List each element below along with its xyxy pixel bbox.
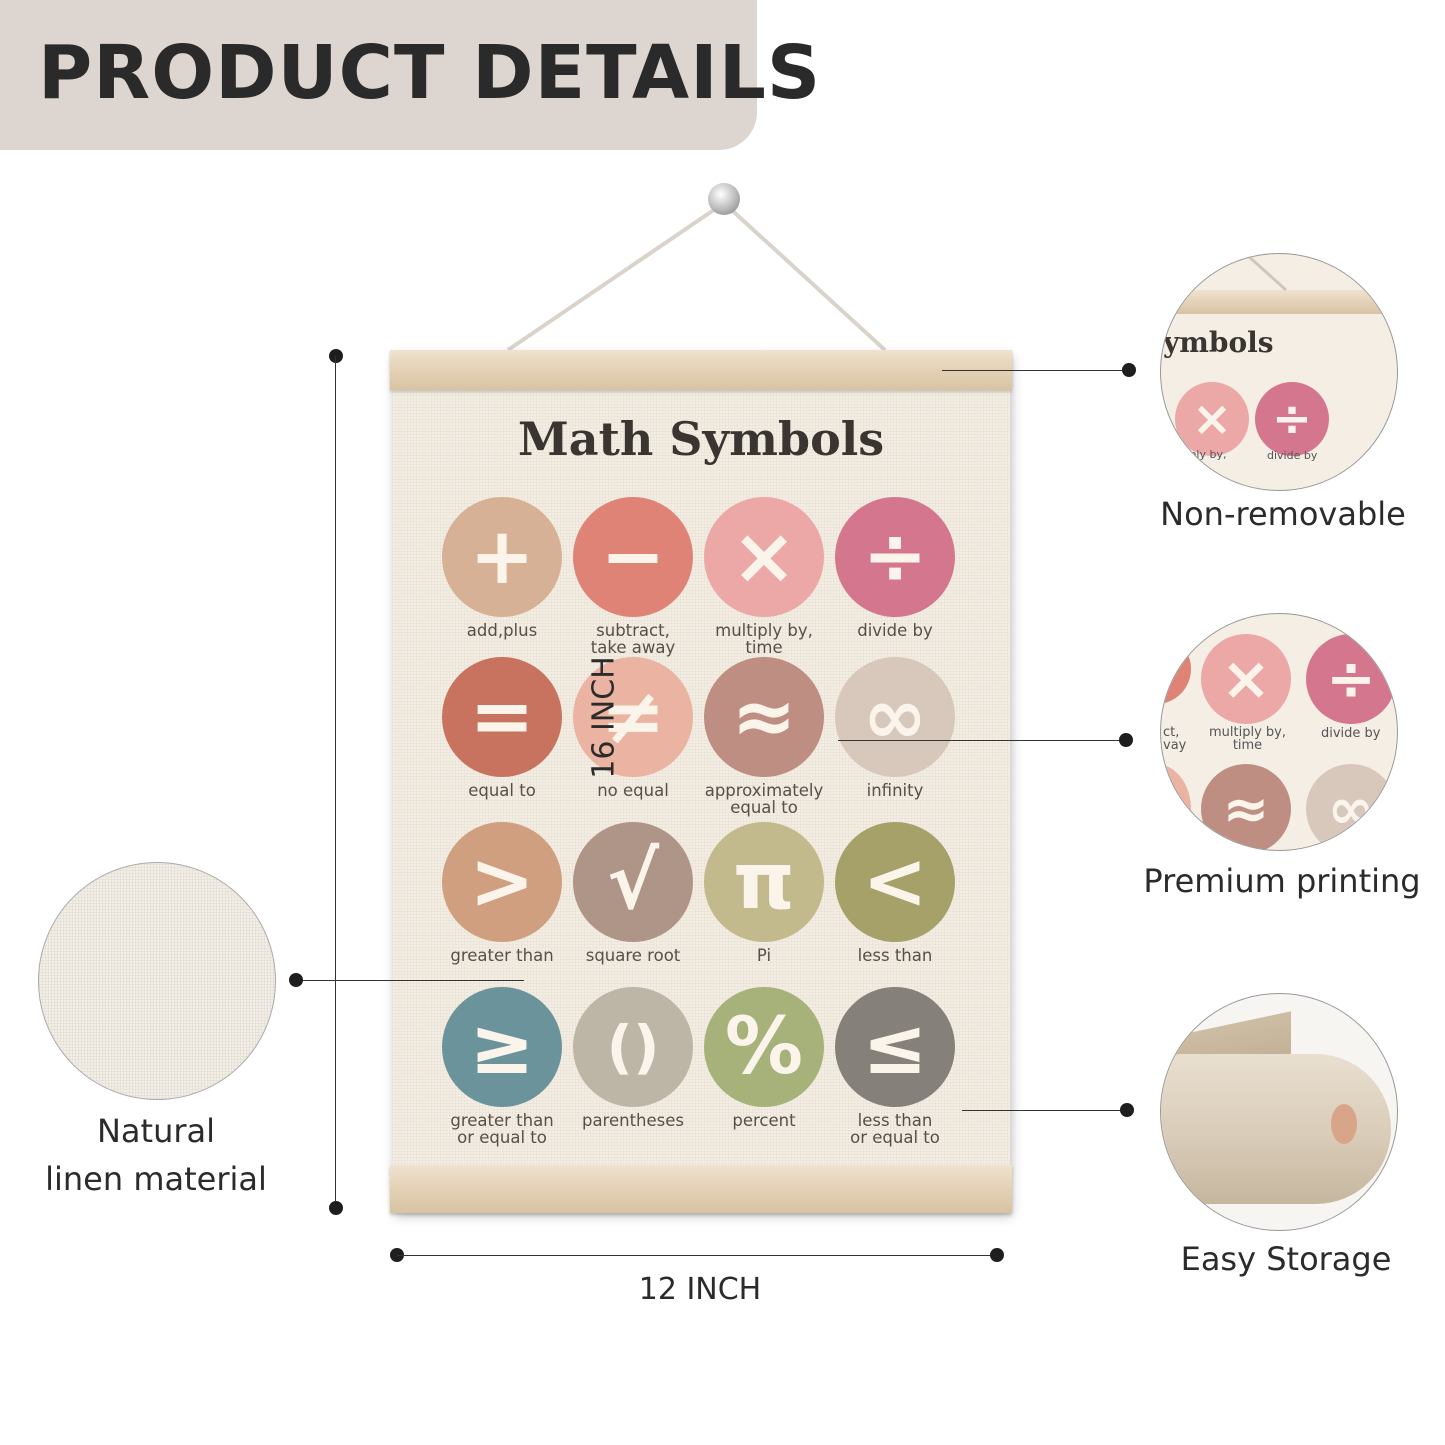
symbol-label: less than bbox=[857, 946, 933, 965]
symbol-label: Pi bbox=[756, 946, 772, 965]
zoom-circle-rail: ymbols × ÷ ltiply by, me divide by bbox=[1160, 253, 1398, 491]
zoom-circle-linen bbox=[38, 862, 276, 1100]
feature-label-linen: Natural linen material bbox=[45, 1112, 267, 1198]
width-label: 12 INCH bbox=[638, 1272, 762, 1307]
callout-dot bbox=[1119, 733, 1133, 747]
divide-icon: ÷ bbox=[1255, 382, 1329, 456]
wall-nail bbox=[708, 183, 740, 215]
feature-label-premium-printing: Premium printing bbox=[1143, 862, 1421, 900]
symbol-label: approximately equal to bbox=[704, 781, 824, 817]
multiply-icon: × bbox=[704, 497, 824, 617]
callout-line-storage bbox=[962, 1110, 1127, 1111]
symbol-label: no equal bbox=[597, 781, 669, 800]
feature-label-non-removable: Non-removable bbox=[1160, 495, 1406, 533]
callout-line-rail bbox=[942, 370, 1130, 371]
infinity-icon: ∞ bbox=[1306, 764, 1396, 850]
zoom-caption: divide by bbox=[1267, 449, 1318, 462]
less-than-icon: < bbox=[835, 822, 955, 942]
pi-icon: π bbox=[704, 822, 824, 942]
square-root-icon: √ bbox=[573, 822, 693, 942]
zoom-circle-printing: × ÷ ct, vay multiply by, time divide by … bbox=[1160, 613, 1398, 851]
callout-line-printing bbox=[838, 740, 1126, 741]
zoom-caption: ltiply by, me bbox=[1179, 448, 1227, 472]
less-equal-icon: ≤ bbox=[835, 987, 955, 1107]
dimension-dot bbox=[329, 1201, 343, 1215]
multiply-icon: × bbox=[1201, 634, 1291, 724]
wooden-rail-bottom bbox=[390, 1165, 1012, 1213]
equal-icon: = bbox=[442, 657, 562, 777]
page-title: PRODUCT DETAILS bbox=[38, 30, 822, 116]
greater-equal-icon: ≥ bbox=[442, 987, 562, 1107]
approx-icon: ≈ bbox=[1201, 764, 1291, 850]
poster-title: Math Symbols bbox=[517, 412, 885, 466]
width-dimension-line bbox=[397, 1255, 997, 1256]
callout-dot bbox=[289, 973, 303, 987]
symbol-label: infinity bbox=[866, 781, 924, 800]
subtract-icon bbox=[1161, 634, 1191, 704]
zoom-rail bbox=[1161, 290, 1397, 314]
zoom-caption: multiply by, time bbox=[1209, 725, 1286, 753]
symbol-label: greater than or equal to bbox=[450, 1111, 554, 1147]
height-dimension-line bbox=[335, 356, 336, 1208]
greater-than-icon: > bbox=[442, 822, 562, 942]
height-label: 16 INCH bbox=[586, 656, 622, 779]
divide-icon: ÷ bbox=[835, 497, 955, 617]
parentheses-icon: () bbox=[573, 987, 693, 1107]
symbol-label: square root bbox=[585, 946, 681, 965]
zoom-caption: divide by bbox=[1321, 726, 1381, 741]
hanging-rope bbox=[506, 201, 887, 352]
minus-icon: − bbox=[573, 497, 693, 617]
symbol-label: add,plus bbox=[466, 621, 538, 640]
symbol-label: parentheses bbox=[581, 1111, 685, 1130]
symbol-label: greater than bbox=[450, 946, 554, 965]
dimension-dot bbox=[329, 349, 343, 363]
zoom-circle-storage bbox=[1160, 993, 1398, 1231]
callout-dot bbox=[1120, 1103, 1134, 1117]
dimension-dot bbox=[990, 1248, 1004, 1262]
symbol-label: less than or equal to bbox=[850, 1111, 940, 1147]
not-equal-icon bbox=[1161, 764, 1191, 850]
header-tab bbox=[0, 0, 757, 150]
symbol-label: multiply by, time bbox=[715, 621, 813, 657]
not-equal-icon: ≠ bbox=[573, 657, 693, 777]
infinity-icon: ∞ bbox=[835, 657, 955, 777]
callout-line-linen bbox=[296, 980, 524, 981]
percent-icon: % bbox=[704, 987, 824, 1107]
symbol-label: subtract, take away bbox=[590, 621, 676, 657]
multiply-icon: × bbox=[1175, 382, 1249, 456]
roll-end bbox=[1331, 1104, 1357, 1144]
feature-label-storage: Easy Storage bbox=[1180, 1240, 1392, 1278]
zoom-caption: ct, vay bbox=[1163, 725, 1187, 753]
symbol-label: percent bbox=[732, 1111, 796, 1130]
symbol-label: equal to bbox=[468, 781, 536, 800]
callout-dot bbox=[1122, 363, 1136, 377]
approx-icon: ≈ bbox=[704, 657, 824, 777]
symbol-label: divide by bbox=[857, 621, 933, 640]
plus-icon: + bbox=[442, 497, 562, 617]
zoom-title: ymbols bbox=[1163, 326, 1274, 359]
wooden-rail-top bbox=[390, 350, 1012, 390]
divide-icon: ÷ bbox=[1306, 634, 1396, 724]
zoom-rope bbox=[1244, 254, 1288, 292]
